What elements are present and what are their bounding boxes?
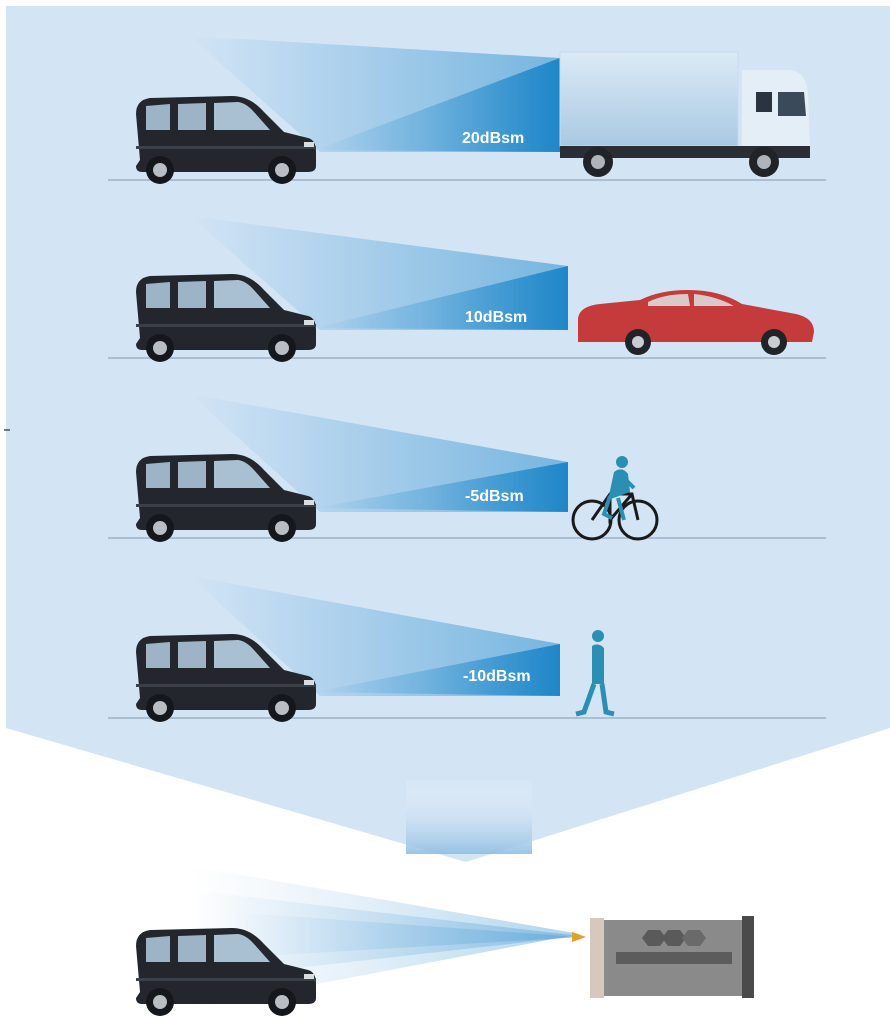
down-arrow-stem [406, 780, 532, 854]
rcs-label: -5dBsm [465, 488, 524, 505]
radar-signal-arrow [572, 932, 586, 942]
test-setup [136, 866, 754, 1016]
rcs-label: 10dBsm [465, 309, 527, 326]
rcs-label: -10dBsm [463, 668, 531, 685]
rcs-label: 20dBsm [462, 130, 524, 147]
rcs-simulator-device [590, 916, 754, 998]
